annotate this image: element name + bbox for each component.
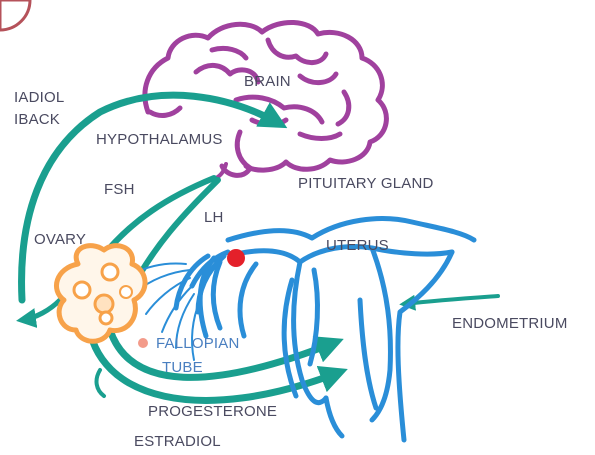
ovary-follicle <box>120 286 132 298</box>
hypothalamus-label: HYPOTHALAMUS <box>96 131 223 148</box>
fallopian-label-line1: FALLOPIAN <box>156 335 240 352</box>
ovary-label: OVARY <box>34 231 86 248</box>
lh-label: LH <box>204 209 224 226</box>
feedback-label-line1: IADIOL <box>14 89 64 106</box>
endometrium-label: ENDOMETRIUM <box>452 315 568 332</box>
ovary-follicle <box>95 295 113 313</box>
brain-label: BRAIN <box>244 73 291 90</box>
ovary-follicle <box>102 264 118 280</box>
brain-drawing <box>145 22 386 175</box>
ovary-follicle <box>74 282 90 298</box>
feedback-hook-arrow <box>22 300 60 320</box>
fallopian-label-line2: TUBE <box>162 359 203 376</box>
ovary-follicle <box>100 312 112 324</box>
pituitary-gland-label: PITUITARY GLAND <box>298 175 434 192</box>
progesterone-label: PROGESTERONE <box>148 403 277 420</box>
ovary-input-arrow <box>97 370 104 396</box>
corner-badge <box>0 0 30 30</box>
estradiol-label: ESTRADIOL <box>134 433 221 450</box>
egg-cell-red <box>227 249 245 267</box>
fsh-label: FSH <box>104 181 135 198</box>
uterus-label: UTERUS <box>326 237 389 254</box>
egg-cell-pink <box>138 338 148 348</box>
feedback-arrow <box>22 95 280 300</box>
ovary-drawing <box>56 246 145 342</box>
feedback-label-line2: IBACK <box>14 111 60 128</box>
